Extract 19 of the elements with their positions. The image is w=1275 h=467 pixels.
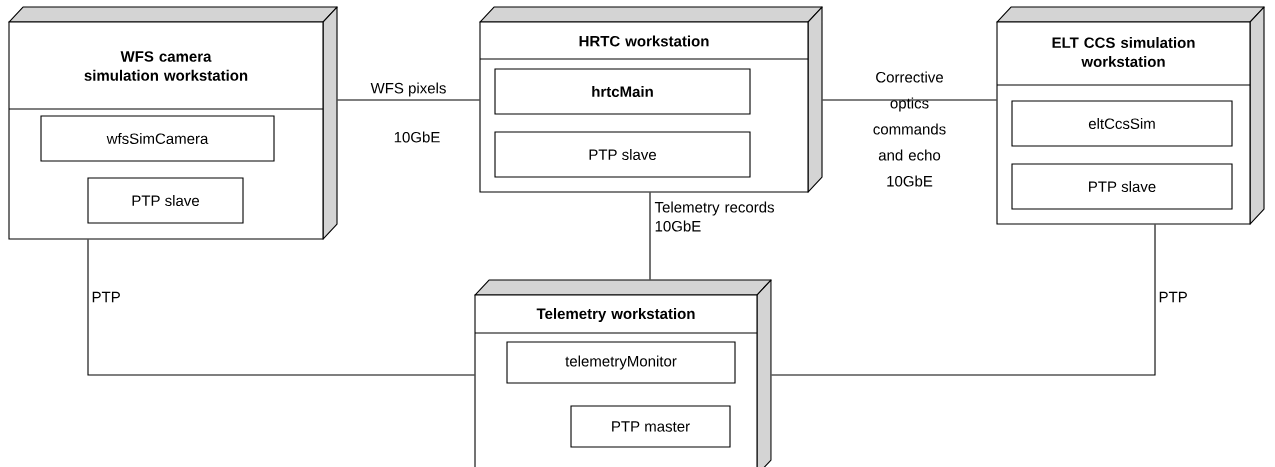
connector-line [337,99,480,101]
edge-label: PTP [92,291,120,303]
edge-label: Telemetry records 10GbE [654,201,774,232]
connector-line [649,192,651,280]
edge-label: Corrective optics commands and echo 10GbE [873,71,946,187]
connector-line [87,239,475,376]
component-box: PTP slave [1011,163,1233,210]
component-box: wfsSimCamera [40,115,275,162]
connector-line [822,99,997,101]
edge-label: WFS pixels [370,82,446,97]
edge-label: PTP [1159,291,1187,303]
network-label: 10GbE [394,131,440,143]
component-box: PTP slave [87,177,244,224]
component-box: PTP slave [494,131,751,178]
component-box: telemetryMonitor [506,341,736,384]
connector-line [771,224,1156,376]
component-box: eltCcsSim [1011,100,1233,147]
component-box: hrtcMain [494,68,751,115]
component-box: PTP master [570,405,731,448]
